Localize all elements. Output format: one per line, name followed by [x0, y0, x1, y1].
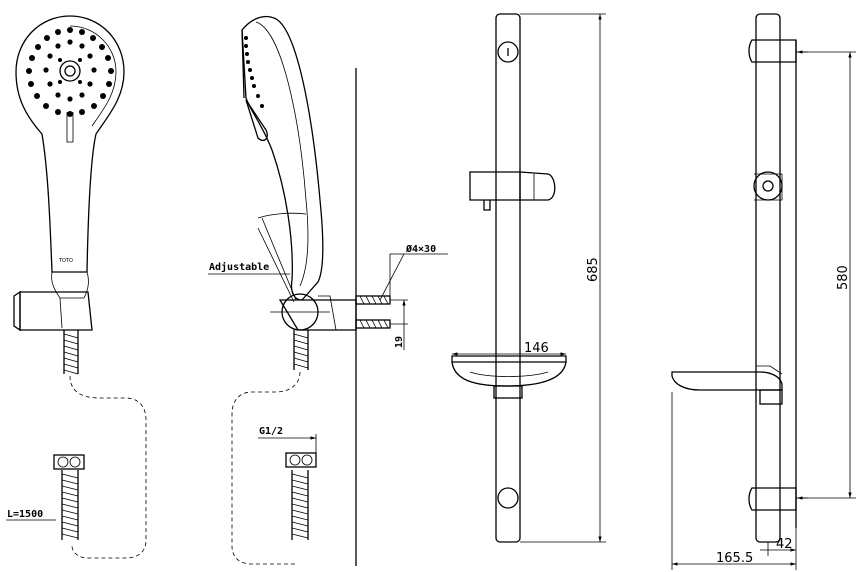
slide-rail-side-view: 580 165.5 42	[671, 13, 856, 570]
brand-mark: TOTO	[58, 258, 73, 264]
side-nozzles	[244, 36, 264, 108]
hand-shower-front-view: TOTO L=1500	[6, 15, 147, 559]
screw-size-label: Ø4×30	[405, 243, 436, 255]
total-depth-label: 165.5	[716, 551, 753, 566]
slide-rail-front-view: 146 685	[451, 13, 606, 543]
tray-width-label: 146	[524, 341, 549, 356]
soap-tray-front	[451, 355, 567, 399]
thread-size-label: G1/2	[259, 426, 283, 437]
screw-spacing-label: 19	[394, 336, 405, 348]
hand-shower-holder	[13, 271, 93, 332]
wall-screws	[355, 295, 391, 329]
hose-front	[53, 330, 147, 559]
rail-slider	[469, 171, 556, 211]
adjustable-label: Adjustable	[209, 261, 269, 273]
hose-length-label: L=1500	[7, 509, 43, 520]
bracket-depth-label: 42	[776, 537, 793, 552]
soap-tray-side	[671, 365, 783, 405]
hand-shower-side-view: Adjustable Ø4×30 19 G1/2	[208, 15, 448, 566]
bracket-spacing-label: 580	[836, 265, 851, 290]
spray-face-nozzles	[26, 27, 114, 117]
rail-height-label: 685	[586, 257, 601, 282]
